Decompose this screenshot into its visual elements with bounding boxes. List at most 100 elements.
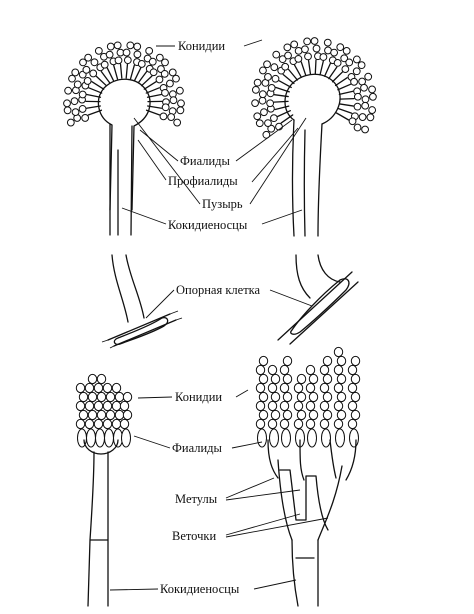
pen-right-conidium <box>271 374 279 383</box>
label-conidiophores-bottom: Кокидиеносцы <box>110 580 296 596</box>
asp-left-conidium <box>178 100 185 107</box>
asp-left-conidium <box>64 107 71 114</box>
asp-left-conidium <box>160 113 167 120</box>
asp-left-conidium <box>124 57 131 64</box>
pen-left-phialide <box>87 429 96 447</box>
pen-right-conidium <box>259 392 267 401</box>
label-phialides-bottom: Фиалиды <box>134 436 262 455</box>
asp-right-conidium <box>282 63 289 70</box>
asp-right-phialide <box>339 91 353 94</box>
asp-right-phialide <box>315 60 316 74</box>
pen-left-conidium <box>94 419 102 428</box>
asp-left-conidium <box>79 106 86 113</box>
label-text: Кокидиеносцы <box>160 582 240 596</box>
asp-right-conidium <box>265 120 272 127</box>
asp-left-phialide <box>126 64 127 78</box>
pen-right-conidium <box>348 365 356 374</box>
asp-left-conidium <box>162 59 169 66</box>
asp-left-phialide <box>138 72 146 83</box>
foot-cell-left <box>102 255 182 348</box>
asp-right-phialide <box>283 75 294 84</box>
pen-right-conidium <box>306 401 314 410</box>
pen-left-conidium <box>94 401 102 410</box>
asp-right-phialide <box>281 115 292 123</box>
asp-left-phialide <box>135 68 141 81</box>
pen-left-conidium <box>103 419 111 428</box>
pen-left-conidium <box>97 392 105 401</box>
asp-right-conidium <box>254 79 261 86</box>
pen-right-conidium <box>351 374 359 383</box>
pen-right-conidium <box>320 383 328 392</box>
pen-right-conidium <box>337 374 345 383</box>
asp-right-conidium <box>305 53 312 60</box>
pen-right-phialide <box>350 429 359 447</box>
asp-right-conidium <box>369 107 376 114</box>
penicillium-stalk-right <box>292 540 318 606</box>
asp-left-conidium <box>162 89 169 96</box>
asp-left-conidium <box>72 69 79 76</box>
asp-left-phialide <box>114 65 118 78</box>
pen-right-conidium <box>334 365 342 374</box>
pen-left-conidium <box>112 401 120 410</box>
pen-left-conidium <box>115 410 123 419</box>
pen-left-conidium <box>120 401 128 410</box>
pen-left-conidium <box>79 392 87 401</box>
pen-right-conidium <box>280 365 288 374</box>
pen-left-phialide <box>122 429 131 447</box>
pen-right-conidium <box>283 356 291 365</box>
asp-left-phialide <box>144 82 156 89</box>
pen-right-phialide <box>270 429 279 447</box>
asp-right-conidium <box>331 49 338 56</box>
pen-right-conidium <box>323 410 331 419</box>
pen-right-conidium <box>256 419 264 428</box>
pen-left-conidium <box>115 392 123 401</box>
asp-left-conidium <box>90 70 97 77</box>
pen-left-phialide <box>96 429 105 447</box>
pen-right-conidium <box>294 419 302 428</box>
pen-left-conidium <box>76 419 84 428</box>
asp-right-conidium <box>265 74 272 81</box>
asp-left-conidium <box>146 47 153 54</box>
asp-left-conidium <box>156 76 163 83</box>
asp-right-conidium <box>354 124 361 131</box>
asp-right-conidium <box>267 100 274 107</box>
pen-left-conidium <box>88 392 96 401</box>
pen-left-conidium <box>79 410 87 419</box>
pen-left-conidium <box>106 392 114 401</box>
asp-left-phialide <box>107 68 113 81</box>
pen-right-conidium <box>268 401 276 410</box>
pen-right-conidium <box>337 356 345 365</box>
asp-right-conidium <box>252 100 259 107</box>
asp-left-phialide <box>87 94 101 97</box>
pen-left-conidium <box>123 410 131 419</box>
asp-left-conidium <box>84 78 91 85</box>
pen-right-conidium <box>306 419 314 428</box>
label-text: Фиалиды <box>172 441 223 455</box>
pen-right-conidium <box>283 392 291 401</box>
asp-right-conidium <box>271 115 278 122</box>
pen-right-conidium <box>323 374 331 383</box>
label-text: Опорная клетка <box>176 283 261 297</box>
asp-left-conidium <box>150 69 157 76</box>
pen-right-phialide <box>258 429 267 447</box>
asp-right-conidium <box>261 109 268 116</box>
pen-right-conidium <box>351 392 359 401</box>
pen-right-conidium <box>320 401 328 410</box>
asp-right-conidium <box>369 86 376 93</box>
asp-right-phialide <box>336 78 348 86</box>
pen-right-conidium <box>268 383 276 392</box>
asp-left-conidium <box>115 57 122 64</box>
asp-right-conidium <box>337 44 344 51</box>
pen-left-conidium <box>112 419 120 428</box>
asp-left-conidium <box>170 97 177 104</box>
pen-right-conidium <box>271 410 279 419</box>
asp-left-conidium <box>85 54 92 61</box>
asp-right-phialide <box>275 106 289 109</box>
conidiophore-stalk-right <box>293 120 323 236</box>
asp-right-conidium <box>362 126 369 133</box>
pen-right-conidium <box>280 419 288 428</box>
label-text: Пузырь <box>202 197 243 211</box>
asp-right-conidium <box>351 78 358 85</box>
asp-left-conidium <box>91 59 98 66</box>
